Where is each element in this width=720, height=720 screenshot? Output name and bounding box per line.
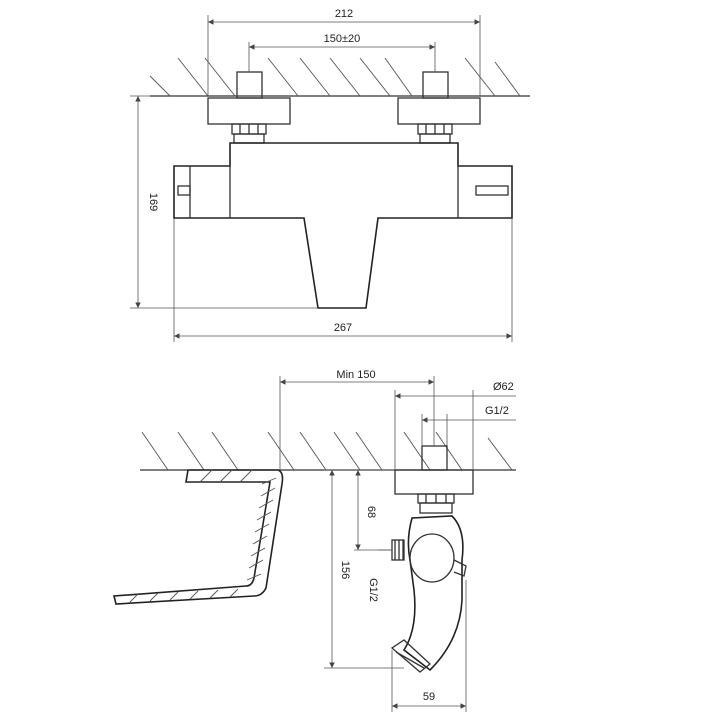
dim-68-label: 68 xyxy=(365,506,377,518)
dim-212-label: 212 xyxy=(335,8,353,20)
dim-68: 68 xyxy=(354,469,395,551)
dim-156: 156 xyxy=(324,469,404,669)
dim-150-label: 150±20 xyxy=(324,33,361,45)
front-left-inlet xyxy=(207,71,291,144)
side-inlet xyxy=(394,445,474,514)
side-view: Min 150 Ø62 G1/2 68 156 xyxy=(112,369,516,712)
dim-min-150: Min 150 xyxy=(279,369,435,470)
dim-g12-inlet: G1/2 xyxy=(421,405,516,446)
front-view: 212 150±20 169 267 xyxy=(130,8,530,342)
dim-156-label: 156 xyxy=(339,561,351,579)
dim-g12-outlet-label: G1/2 xyxy=(367,578,379,602)
dim-diameter-62: Ø62 xyxy=(394,381,516,470)
dim-g12-outlet: G1/2 xyxy=(367,549,392,602)
dim-212: 212 xyxy=(207,8,481,96)
front-wall xyxy=(149,57,530,97)
dim-267: 267 xyxy=(173,218,513,342)
dim-59: 59 xyxy=(391,580,467,712)
dim-169: 169 xyxy=(130,95,318,309)
dim-169-label: 169 xyxy=(147,193,159,211)
dim-min-150-label: Min 150 xyxy=(336,369,375,381)
side-wall xyxy=(140,431,516,471)
dim-267-label: 267 xyxy=(334,322,352,334)
front-mixer-body xyxy=(173,142,513,309)
dim-59-label: 59 xyxy=(423,691,435,703)
side-mixer-body xyxy=(390,515,467,673)
dim-g12-inlet-label: G1/2 xyxy=(485,405,509,417)
dim-diameter-62-label: Ø62 xyxy=(493,381,514,393)
bathtub-section xyxy=(112,469,284,605)
dim-150: 150±20 xyxy=(248,33,436,72)
front-right-inlet xyxy=(397,71,481,144)
